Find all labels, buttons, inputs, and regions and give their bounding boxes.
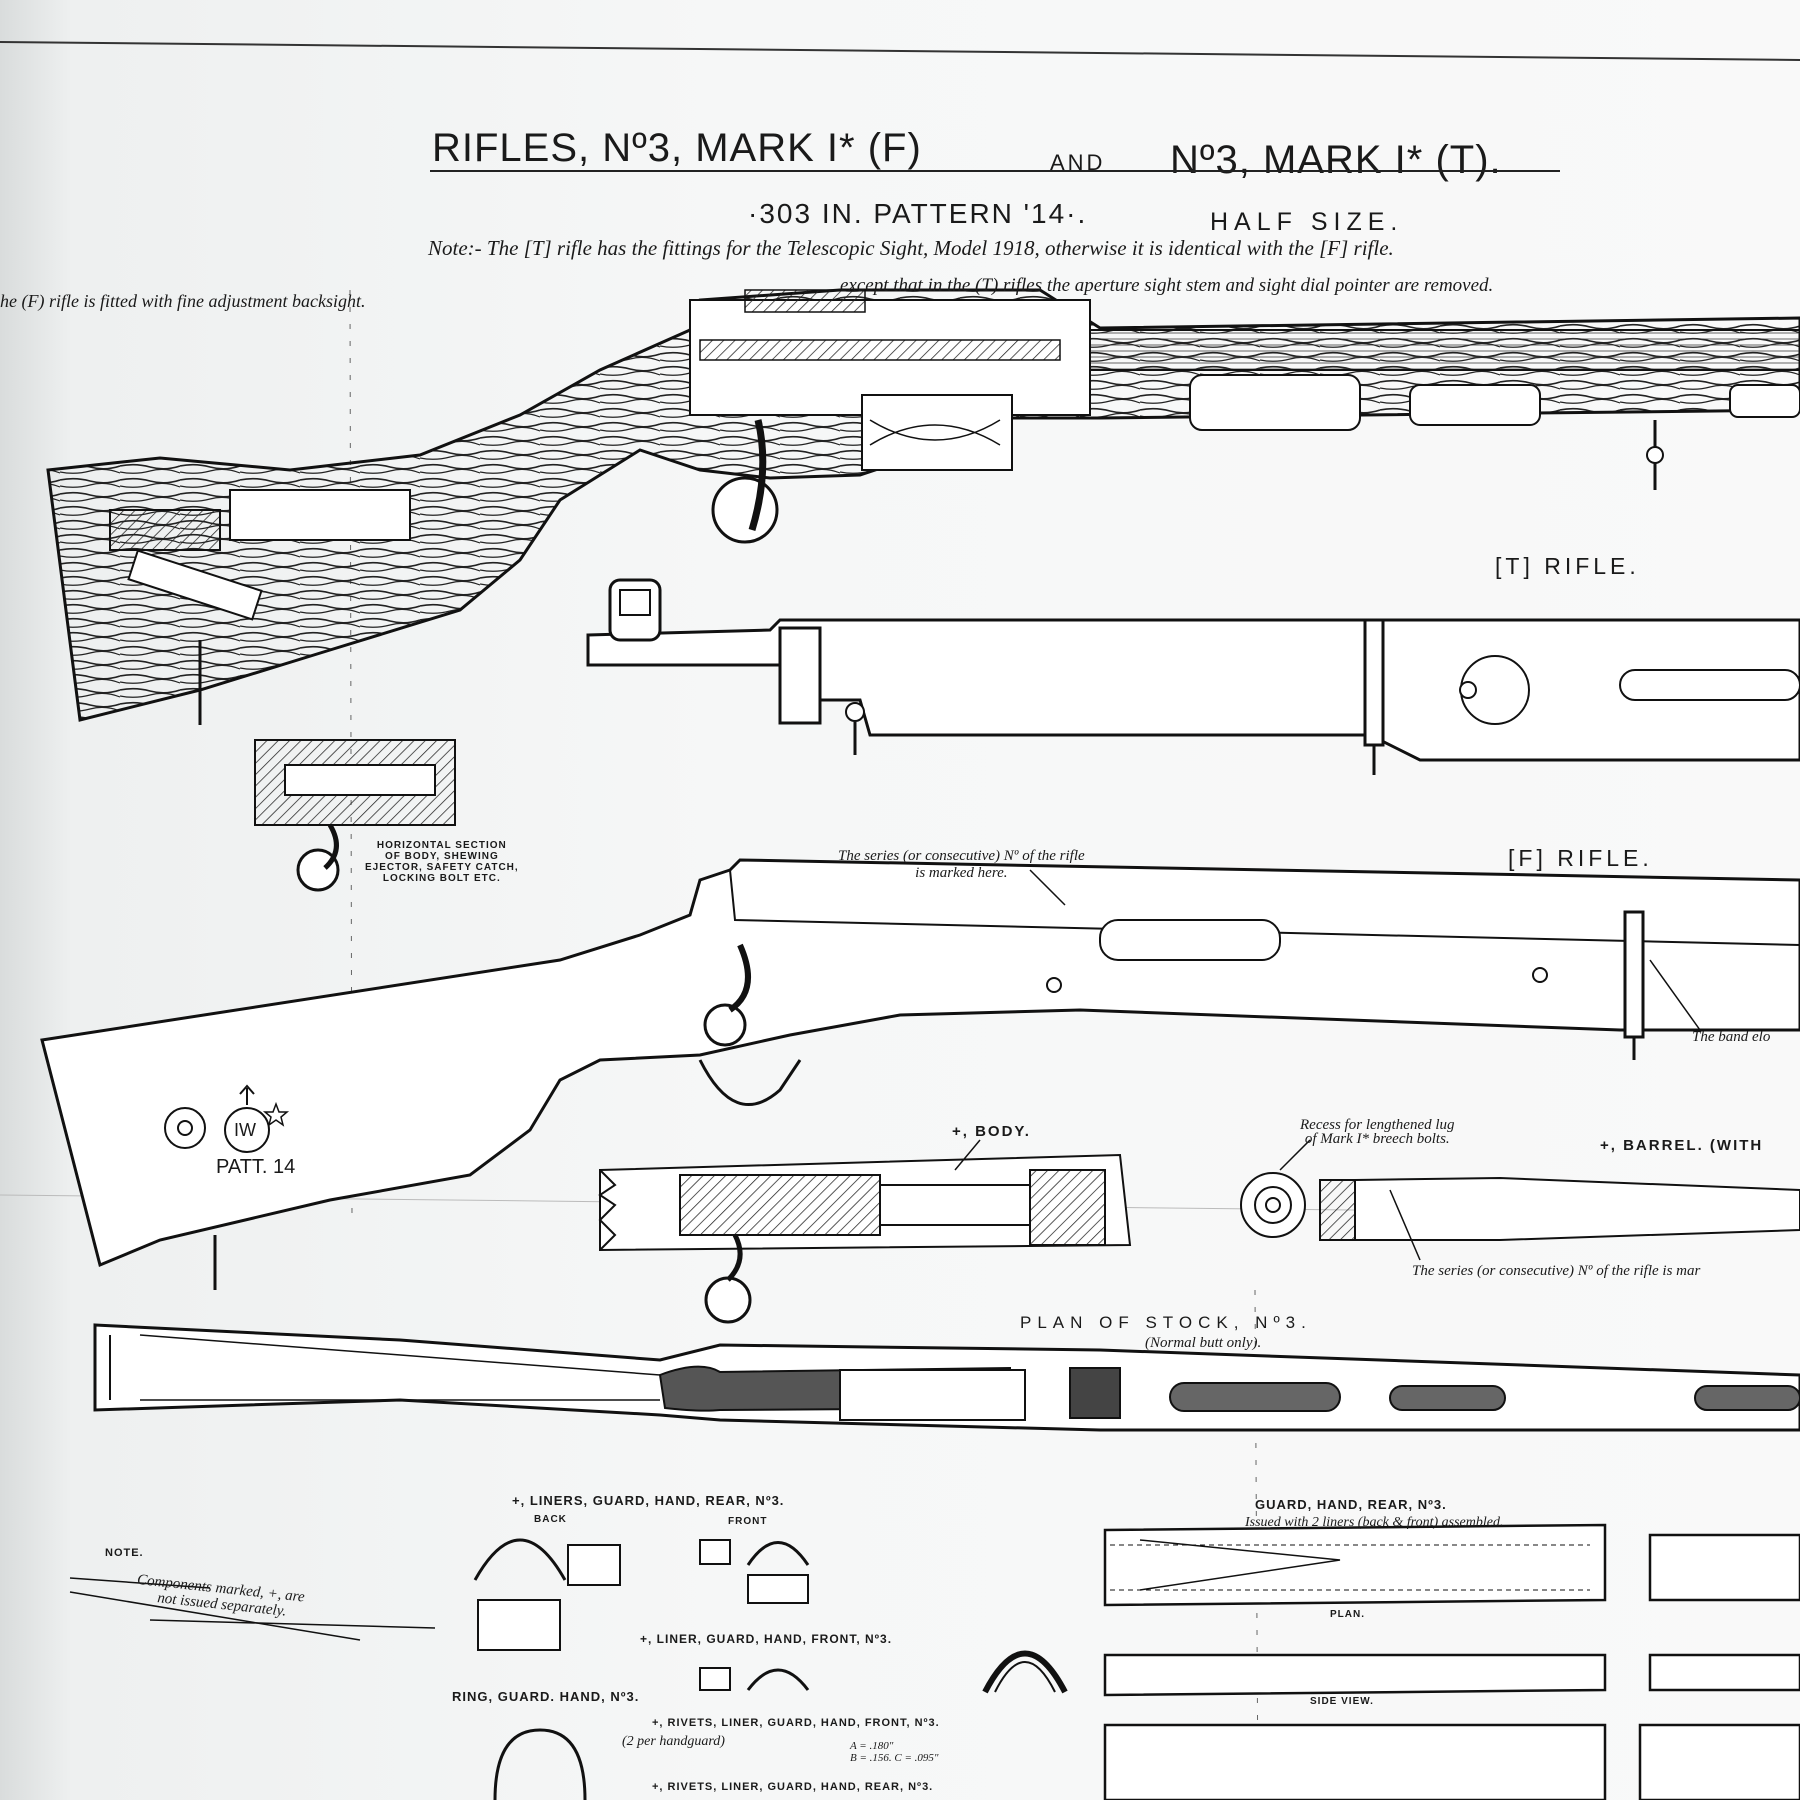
label-liners-rear: +, LINERS, GUARD, HAND, REAR, Nº3. <box>512 1493 785 1508</box>
body-section <box>598 1139 1132 1324</box>
t-rifle-drawing <box>586 578 1800 775</box>
border-top-line <box>0 41 1800 61</box>
horizontal-section-sketch <box>254 739 456 892</box>
series-note-line-2: is marked here. <box>915 865 1008 881</box>
subtitle-scale: HALF SIZE. <box>1210 208 1404 236</box>
label-plan-of-stock: PLAN OF STOCK, Nº3. <box>1020 1313 1312 1332</box>
caption-line-1: HORIZONTAL SECTION <box>376 840 507 851</box>
dim-bc: B = .156. C = .095" <box>850 1752 939 1764</box>
label-side-view: SIDE VIEW. <box>1310 1696 1374 1707</box>
band-note: The band elo <box>1692 1029 1771 1045</box>
series-note: The series (or consecutive) Nº of the ri… <box>838 848 1085 882</box>
stock-stamps <box>164 1084 290 1153</box>
label-f-rifle: [F] RIFLE. <box>1508 845 1653 871</box>
label-liner-front: +, LINER, GUARD, HAND, FRONT, Nº3. <box>640 1632 893 1646</box>
label-plan: PLAN. <box>1330 1609 1365 1620</box>
title-underline <box>430 170 1560 172</box>
label-front: FRONT <box>728 1516 768 1527</box>
caption-line-4: LOCKING BOLT ETC. <box>382 873 501 884</box>
label-ring: RING, GUARD. HAND, Nº3. <box>452 1689 640 1704</box>
label-per-handguard: (2 per handguard) <box>622 1734 725 1749</box>
label-body: +, BODY. <box>952 1123 1031 1140</box>
label-rivets-front: +, RIVETS, LINER, GUARD, HAND, FRONT, Nº… <box>652 1717 940 1729</box>
label-normal-butt: (Normal butt only). <box>1145 1335 1262 1351</box>
label-rivets-rear: +, RIVETS, LINER, GUARD, HAND, REAR, Nº3… <box>652 1781 934 1793</box>
hand-guards <box>1103 1523 1800 1800</box>
label-guard-hand-rear: GUARD, HAND, REAR, Nº3. <box>1255 1497 1447 1512</box>
title-part1: RIFLES, Nº3, MARK I* (F) <box>432 126 922 170</box>
horizontal-section-caption: HORIZONTAL SECTION OF BODY, SHEWING EJEC… <box>365 840 519 884</box>
note-f-rifle: he (F) rifle is fitted with fine adjustm… <box>0 291 366 311</box>
sectioned-rifle <box>46 288 1800 725</box>
title-part2: Nº3, MARK I* (T). <box>1170 138 1502 182</box>
rivet-dims: A = .180" B = .156. C = .095" <box>850 1740 939 1764</box>
barrel-drawing <box>1240 1139 1800 1261</box>
series-note-line-1: The series (or consecutive) Nº of the ri… <box>838 848 1085 864</box>
label-back: BACK <box>534 1514 567 1525</box>
caption-line-2: OF BODY, SHEWING <box>384 851 499 862</box>
note-t-rifle-line2: except that in the (T) rifles the apertu… <box>840 275 1494 296</box>
label-barrel: +, BARREL. (WITH <box>1600 1137 1764 1154</box>
title-and: AND <box>1050 150 1106 175</box>
label-note: NOTE. <box>105 1547 144 1559</box>
note-t-rifle-line1: Note:- The [T] rifle has the fittings fo… <box>428 236 1394 260</box>
center-line <box>349 289 353 1221</box>
liners-sketches <box>69 1538 1068 1800</box>
subtitle-pattern: ·303 IN. PATTERN '14·. <box>748 198 1088 229</box>
label-t-rifle: [T] RIFLE. <box>1495 553 1640 579</box>
series-barrel-note: The series (or consecutive) Nº of the ri… <box>1412 1263 1701 1279</box>
label-issued-with: Issued with 2 liners (back & front) asse… <box>1245 1515 1504 1530</box>
caption-line-3: EJECTOR, SAFETY CATCH, <box>365 862 519 873</box>
stamp-iw: IW <box>234 1120 256 1140</box>
dim-a: A = .180" <box>850 1740 894 1752</box>
recess-note-line-1: Recess for lengthened lug <box>1300 1117 1455 1133</box>
plan-of-stock <box>93 1323 1800 1432</box>
recess-note-line-2: of Mark I* breech bolts. <box>1304 1131 1450 1147</box>
f-rifle-drawing <box>40 858 1800 1290</box>
recess-note: Recess for lengthened lug of Mark I* bre… <box>1300 1117 1455 1147</box>
stamp-patt: PATT. 14 <box>216 1156 296 1178</box>
